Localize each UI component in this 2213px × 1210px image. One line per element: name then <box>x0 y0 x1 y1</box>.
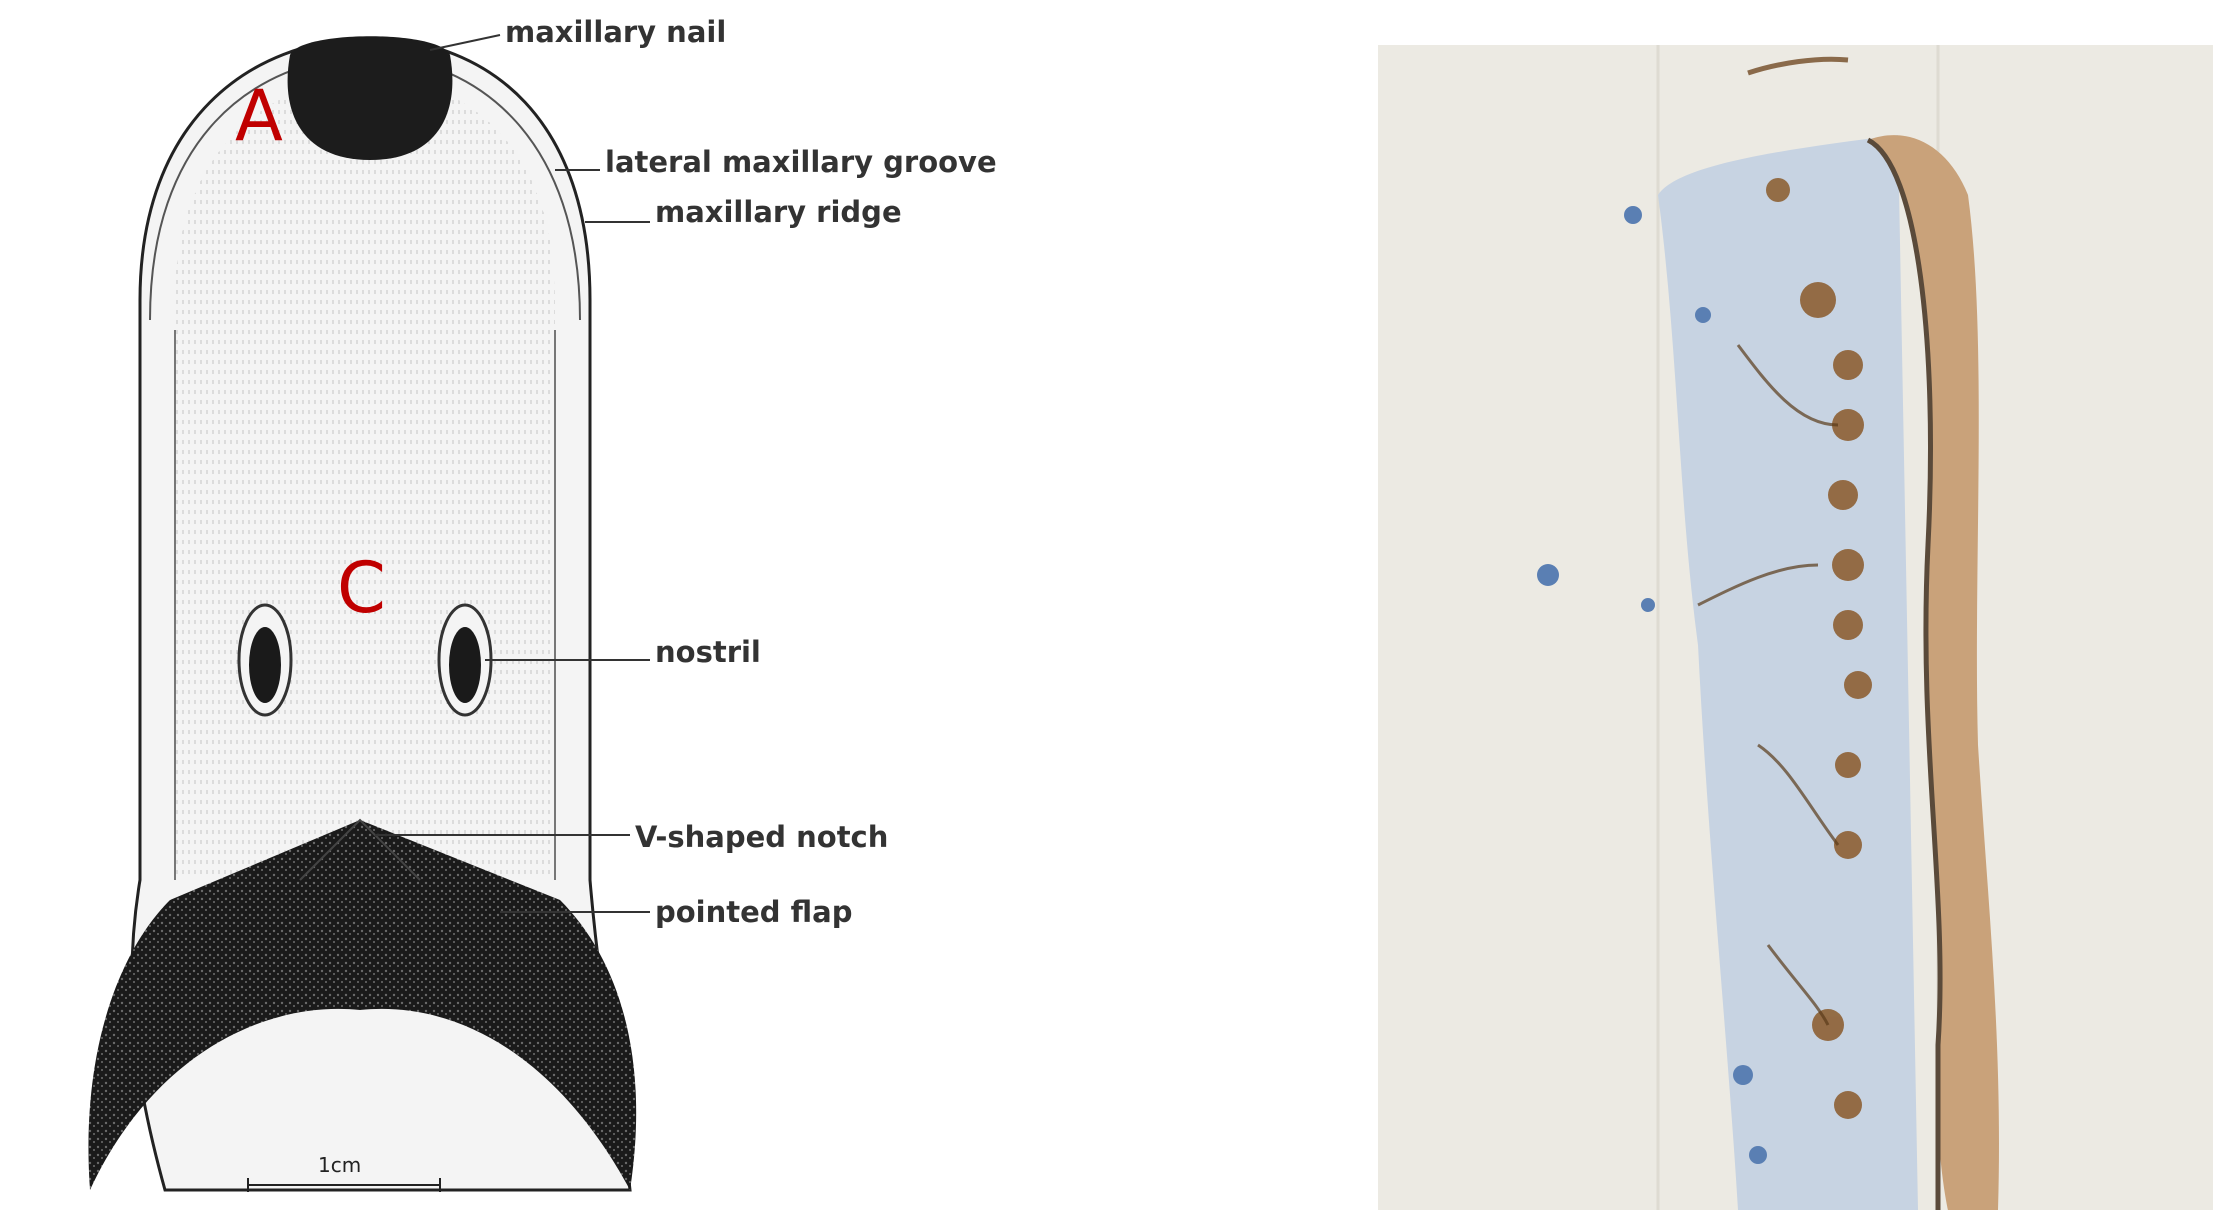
label-pointed-flap: pointed flap <box>655 895 852 929</box>
maxillary-nail <box>288 36 453 160</box>
marker-c: C <box>337 547 386 629</box>
scale-bar-label: 1cm <box>318 1153 361 1177</box>
marker-a: A <box>235 75 283 157</box>
histology-micrograph <box>1378 45 2213 1210</box>
nostril-right <box>439 605 491 715</box>
label-nostril: nostril <box>655 635 761 669</box>
label-maxillary-ridge: maxillary ridge <box>655 195 902 229</box>
label-maxillary-nail: maxillary nail <box>505 15 726 49</box>
nostril-left <box>239 605 291 715</box>
label-v-shaped-notch: V-shaped notch <box>635 820 888 854</box>
bill-illustration: maxillary nail lateral maxillary groove … <box>0 0 1150 1210</box>
label-lateral-maxillary-groove: lateral maxillary groove <box>605 145 997 179</box>
